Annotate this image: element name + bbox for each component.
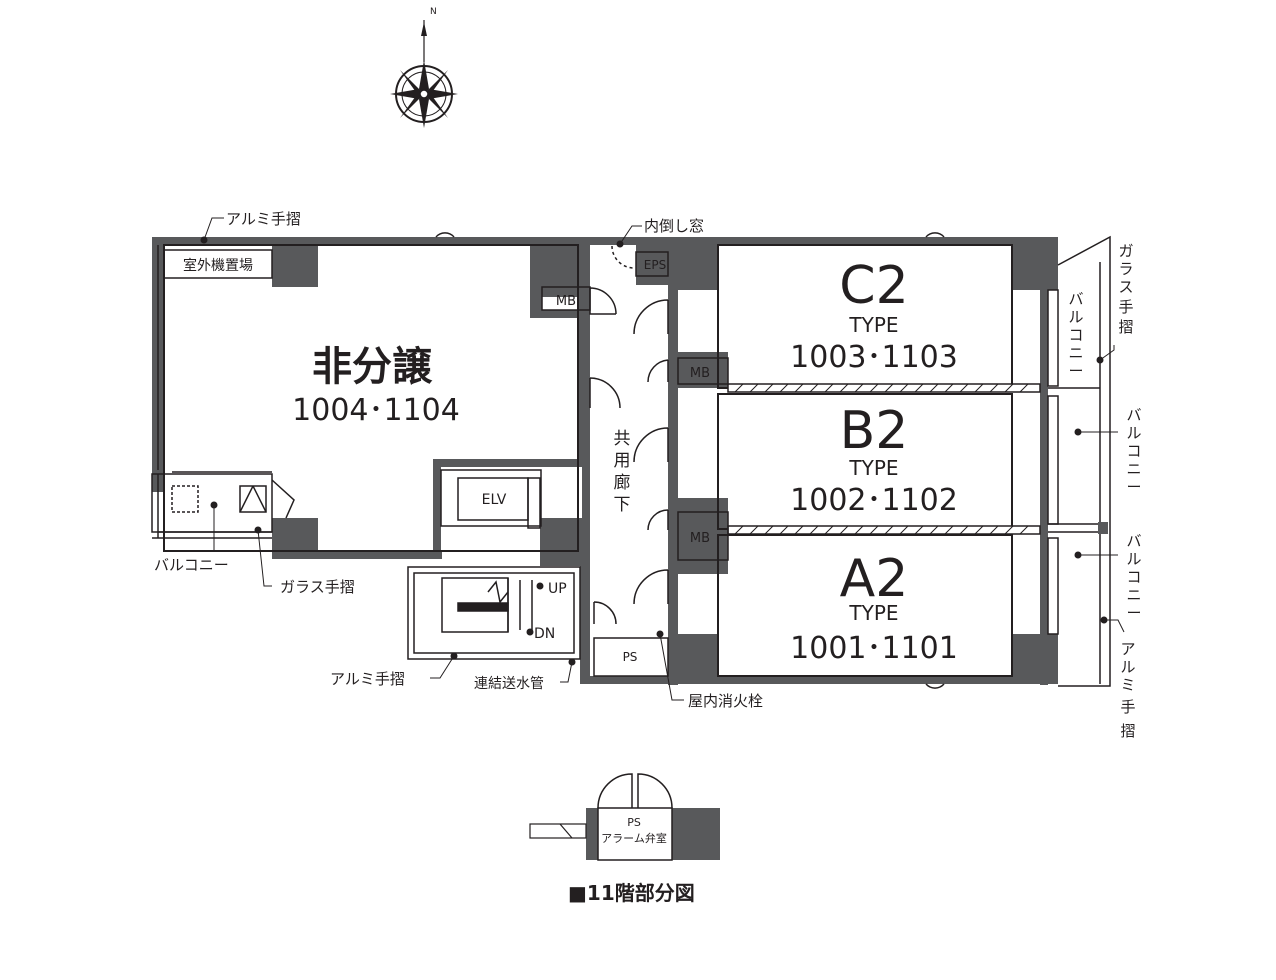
garasu-right-4: 手	[1118, 298, 1133, 316]
elv-label: ELV	[482, 492, 507, 508]
balcony-c2-1: バ	[1068, 290, 1083, 308]
outdoor-unit-label: 室外機置場	[183, 257, 253, 274]
balcony-a2-1: バ	[1126, 532, 1141, 550]
balcony-b2-5: ー	[1126, 478, 1141, 496]
service-rooms	[440, 251, 729, 677]
unit-outlines	[163, 244, 1013, 677]
alumi-right-4: 手	[1120, 698, 1135, 716]
callout-alumi-right: ア ル ミ 手 摺	[1120, 640, 1135, 740]
balcony-c2-3: コ	[1068, 326, 1083, 344]
balcony-a2-3: コ	[1126, 568, 1141, 586]
dn-label: DN	[534, 626, 555, 642]
balcony-a2-2: ル	[1126, 550, 1141, 568]
caption: ■11階部分図	[568, 881, 695, 905]
mb-low-label: MB	[690, 531, 710, 546]
doors	[435, 232, 945, 689]
alumi-right-5: 摺	[1120, 722, 1135, 740]
detail-alarm-label: アラーム弁室	[601, 831, 667, 845]
alarm-valve-detail: PS アラーム弁室	[529, 773, 720, 861]
unit-b2-numbers: 1002･1102	[790, 483, 958, 518]
corridor-char-3: 廊	[614, 473, 631, 493]
callout-balcony-left: バルコニー	[154, 556, 229, 574]
detail-ps-label: PS	[627, 816, 641, 829]
alumi-right-3: ミ	[1120, 676, 1135, 694]
unit-c2-label: C2 TYPE 1003･1103	[790, 256, 958, 375]
callout-okunai: 屋内消火栓	[688, 692, 763, 710]
corridor-char-2: 用	[614, 451, 631, 471]
balcony-b2-3: コ	[1126, 442, 1141, 460]
alumi-right-1: ア	[1120, 640, 1135, 658]
balcony-c2-2: ル	[1068, 308, 1083, 326]
unit-a2-name: A2	[840, 549, 909, 609]
unit-c2-name: C2	[839, 256, 908, 316]
unit-a2-label: A2 TYPE 1001･1101	[790, 549, 958, 666]
corridor-label: 共 用 廊 下	[614, 429, 631, 515]
unit-hibunjo-numbers: 1004･1104	[292, 393, 460, 428]
callout-garasu-left: ガラス手摺	[280, 578, 355, 596]
unit-a2-type: TYPE	[848, 601, 898, 625]
compass-rose-icon	[390, 20, 458, 128]
balcony-c2-4: ニ	[1068, 344, 1083, 362]
callout-alumi-top: アルミ手摺	[226, 210, 301, 228]
unit-hibunjo-name: 非分譲	[312, 344, 433, 390]
balcony-c2-5: ー	[1068, 362, 1083, 380]
balcony-a2-4: ニ	[1126, 586, 1141, 604]
right-balcony	[1047, 235, 1111, 687]
garasu-right-1: ガ	[1118, 242, 1133, 260]
garasu-right-5: 摺	[1118, 318, 1133, 336]
unit-b2-label: B2 TYPE 1002･1102	[790, 401, 958, 518]
callout-uchidaoshi: 内倒し窓	[644, 217, 704, 235]
ps-label: PS	[623, 650, 638, 664]
callout-balcony-b2: バ ル コ ニ ー	[1126, 406, 1141, 496]
balcony-b2-4: ニ	[1126, 460, 1141, 478]
walls	[152, 237, 1058, 685]
balcony-divider	[1098, 522, 1108, 534]
unit-b2-type: TYPE	[848, 456, 898, 480]
mb-top-label: MB	[556, 294, 576, 309]
garasu-right-3: ス	[1118, 278, 1133, 296]
unit-b2-name: B2	[840, 401, 909, 461]
left-balcony	[151, 245, 295, 539]
unit-c2-type: TYPE	[848, 313, 898, 337]
unit-a2-numbers: 1001･1101	[790, 631, 958, 666]
balcony-b2-2: ル	[1126, 424, 1141, 442]
corridor-char-4: 下	[614, 495, 631, 515]
callout-renketsu: 連結送水管	[474, 676, 544, 692]
eps-label: EPS	[644, 258, 666, 272]
leader-lines	[200, 217, 1125, 701]
callout-balcony-c2: バ ル コ ニ ー	[1068, 290, 1083, 380]
stairs	[407, 566, 581, 660]
up-label: UP	[548, 581, 567, 597]
balcony-b2-1: バ	[1126, 406, 1141, 424]
north-label: N	[430, 7, 437, 17]
callout-balcony-a2: バ ル コ ニ ー	[1126, 532, 1141, 622]
unit-c2-numbers: 1003･1103	[790, 340, 958, 375]
unit-hibunjo-label: 非分譲 1004･1104	[292, 344, 460, 428]
callout-garasu-right: ガ ラ ス 手 摺	[1118, 242, 1133, 336]
callout-alumi-left: アルミ手摺	[330, 670, 405, 688]
balcony-a2-5: ー	[1126, 604, 1141, 622]
corridor-char-1: 共	[614, 429, 631, 449]
alumi-right-2: ル	[1120, 658, 1135, 676]
garasu-right-2: ラ	[1118, 260, 1133, 278]
mb-mid-label: MB	[690, 366, 710, 381]
